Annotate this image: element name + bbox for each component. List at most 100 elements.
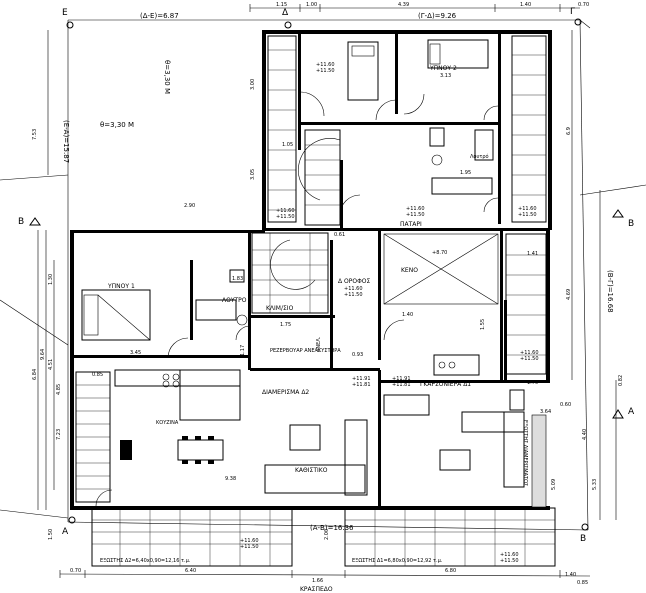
level-upper-2: +11.50	[316, 68, 335, 74]
dim-inner-10: 1.05	[282, 142, 293, 148]
room-studio-d1: ΓΚΑΡΣΟΝΙΕΡΑ Δ1	[420, 381, 471, 388]
section-arrow-a-right	[612, 409, 624, 419]
room-hall: Δ ΟΡΟΦΟΣ	[338, 278, 371, 285]
sofa-living	[264, 419, 368, 496]
level-upper-2g: +11.50	[240, 544, 259, 550]
balcony-note-left: ΕΞΩΣΤΗΣ Δ2=6,40x0,90=12,16 τ.μ.	[100, 558, 191, 564]
dim-bottom-3: 6.80	[445, 568, 456, 574]
level-upper-1f: +11.60	[520, 350, 539, 356]
axis-node-d	[284, 21, 292, 29]
dim-inner-15: 2.00	[324, 529, 330, 540]
room-mezzanine: ΠΑΤΑΡΙ	[400, 221, 422, 228]
dim-right-0: 6.9	[566, 127, 572, 135]
level-mid: +8.70	[432, 250, 447, 256]
room-apartment-d2: ΔΙΑΜΕΡΙΣΜΑ Δ2	[262, 389, 309, 396]
section-label-b-right: B	[628, 219, 634, 229]
dim-left-2: 6.84	[32, 369, 38, 380]
building-walls	[70, 30, 552, 510]
upper-balcony-right	[511, 35, 547, 223]
dim-bottom-4: 1.40	[565, 572, 576, 578]
level-upper-1e: +11.60	[344, 286, 363, 292]
axis-label-e: Ε	[62, 8, 68, 18]
dim-top-small: 0.70	[578, 2, 589, 8]
level-upper-2c: +11.50	[276, 214, 295, 220]
level-upper-1h: +11.60	[500, 552, 519, 558]
dim-inner-12: 1.40	[402, 312, 413, 318]
dim-inner-13: 5.09	[551, 479, 557, 490]
balcony-right: ΕΞΩΣΤΗΣ Δ1=6,80x0,90=12,92 τ.μ.	[344, 507, 556, 567]
dim-right-2: 1.41	[527, 251, 538, 257]
room-bedroom1: ΥΠΝΟΥ 1	[107, 283, 135, 290]
level-upper-1: +11.60	[316, 62, 335, 68]
segment-label-d-e: (Δ-Ε)=6.87	[140, 12, 179, 20]
dim-inner-8: 3.05	[250, 169, 256, 180]
segment-label-a-b: (Α-Β)=16.36	[310, 524, 354, 532]
dim-top-3: 1.40	[520, 2, 531, 8]
dim-left-3: 4.51	[48, 359, 54, 370]
level-upper-2e: +11.50	[344, 292, 363, 298]
dim-bottom-2: 1.66	[312, 578, 323, 584]
dim-inner-2: 1.75	[280, 322, 291, 328]
dim-right-1: 4.69	[566, 289, 572, 300]
bed-lower-left	[81, 289, 151, 341]
lower-right-balcony	[505, 233, 547, 508]
level-upper-2b: +11.50	[406, 212, 425, 218]
section-markers: B B A	[18, 209, 635, 419]
segment-label-g-d: (Γ-Δ)=9.26	[418, 12, 457, 20]
dim-inner-1: 3.45	[130, 350, 141, 356]
top-dimensions: 1.15 1.00 4.39 1.40 0.70	[249, 2, 589, 12]
room-bath-lower: ΛΟΥΤΡΟ	[222, 297, 247, 304]
bed-upper-right	[427, 39, 489, 69]
planter-strip	[531, 414, 547, 508]
segment-label-b-g: (Β-Γ)=16.68	[606, 270, 614, 313]
segment-label-theta-vertical: θ=3,30 Μ	[163, 60, 171, 94]
void-cross	[383, 233, 499, 305]
section-label-b-left: B	[18, 217, 24, 227]
dim-inner-16: 5.33	[592, 479, 598, 490]
upper-balcony-left	[267, 35, 297, 223]
axis-markers: Ε Δ Γ A B	[62, 7, 589, 544]
street-label: ΚΡΑΣΠΕΔΟ	[300, 586, 333, 593]
axis-label-g: Γ	[570, 7, 575, 17]
dim-inner-4: 1.83	[232, 276, 243, 282]
level-marks: +11.60 +11.50 +11.60 +11.50 +11.60 +11.5…	[240, 62, 539, 564]
stair-central	[251, 232, 329, 314]
studio-kitchen	[383, 354, 525, 416]
axis-label-b: B	[580, 534, 586, 544]
room-void: ΚΕΝΟ	[401, 267, 418, 274]
inner-dimensions: 2.90 3.45 1.75 1.17 1.83 9.38 0.93 1.95 …	[130, 79, 598, 540]
room-reservoir: ΡΕΖΕΡΒΟΥΑΡ ΑΝΕΛΚΥΣΤΗΡΑ	[270, 348, 341, 354]
dim-inner-0: 2.90	[184, 203, 195, 209]
segment-label-e-a: (Ε-Α)=15.87	[62, 120, 70, 163]
level-low-2: +11.81	[352, 382, 371, 388]
dim-inner-11: 0.61	[334, 232, 345, 238]
dim-inner-17: 3.64	[540, 409, 551, 415]
dim-left-7: 7.23	[56, 429, 62, 440]
section-label-a-right: A	[628, 407, 635, 417]
kitchen-counter	[114, 369, 241, 460]
segment-label-theta: θ=3,30 Μ	[100, 121, 134, 129]
axis-label-d: Δ	[282, 8, 289, 18]
axis-label-a: A	[62, 527, 69, 537]
dim-left-4: 4.85	[56, 384, 62, 395]
level-upper-1b: +11.60	[406, 206, 425, 212]
dim-inner-7: 1.95	[460, 170, 471, 176]
room-living: ΚΑΘΙΣΤΙΚΟ	[295, 467, 328, 474]
sofa-studio	[439, 411, 525, 488]
dim-left-8: 0.85	[92, 372, 103, 378]
dim-left-1: 9.64	[40, 349, 46, 360]
room-elevator: ΑΝΕΛ.	[316, 336, 322, 352]
level-low-1b: +11.91	[392, 376, 411, 382]
axis-node-a	[68, 516, 76, 524]
dim-inner-3: 1.17	[240, 345, 246, 356]
room-balcony: ΕΞΩΣΤΗΣ ΔΙΑΜΕΡΙΣΜΑΤΟΣ	[522, 420, 528, 486]
dim-top-2: 4.39	[398, 2, 409, 8]
section-arrow-b-right	[612, 209, 624, 218]
level-upper-2f: +11.50	[520, 356, 539, 362]
dim-top-0: 1.15	[276, 2, 287, 8]
dim-left-6: 1.50	[48, 529, 54, 540]
dim-inner-5: 9.38	[225, 476, 236, 482]
dim-bottom-1: 6.40	[185, 568, 196, 574]
dim-left-0: 7.53	[32, 129, 38, 140]
